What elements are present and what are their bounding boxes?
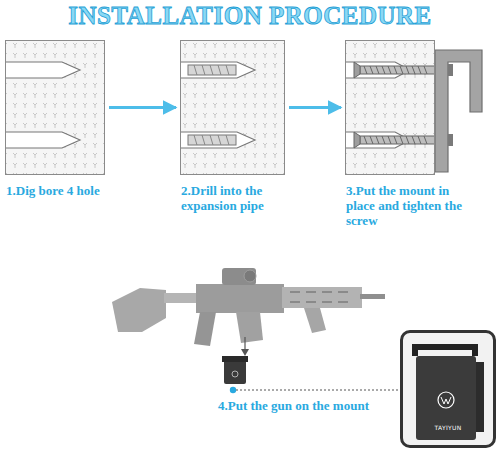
screw-head [448,64,453,76]
step-caption: 3.Put the mount in place and tighten the… [346,183,481,228]
handguard [282,287,362,308]
screw-tip [354,132,360,148]
screw-shaft [360,136,442,144]
inset-background [401,331,495,447]
screw [346,62,442,78]
drill-hole [6,62,80,78]
wall [5,40,105,175]
screw-thread [364,66,427,74]
step-arrow [289,106,341,109]
screw-tip [354,62,360,78]
placement-arrow [244,337,245,351]
wall [345,40,435,175]
leader-line [236,390,400,391]
anchor-body [188,135,236,145]
rifle-stock [112,288,166,332]
screw-thread [364,136,427,144]
step-panel: 1.Dig bore 4 hole [5,40,105,175]
leader-dot [230,387,236,393]
zoom-inset: TAYIYUN [400,330,496,448]
pistol-grip [194,312,216,346]
anchor-body [188,65,236,75]
step-arrow [109,106,176,109]
expansion-anchor [181,62,255,78]
expansion-anchor [181,132,255,148]
mount-clip [412,344,478,356]
magazine [236,312,263,343]
screw-head [448,134,453,146]
wall [180,40,285,175]
mount-side [476,362,484,432]
step-panel: 2.Drill into the expansion pipe [180,40,285,175]
mount-logo-mark [441,397,451,404]
mount-logo [232,371,238,377]
foregrip [304,308,326,333]
receiver [196,284,284,313]
brand-logo: TAYIYUN [403,424,493,431]
barrel [360,294,385,299]
screw-shaft [360,66,442,74]
handguard-slot [290,292,348,302]
step-caption: 1.Dig bore 4 hole [6,183,141,198]
rifle [112,268,385,346]
step-caption: 4.Put the gun on the mount [218,398,418,413]
step-caption: 2.Drill into the expansion pipe [181,183,306,213]
sight-lens [244,270,256,282]
drill-hole [181,62,255,78]
mount-clip [222,356,248,362]
wall-mount-bracket [435,50,482,172]
title: INSTALLATION PROCEDURE [0,2,500,30]
red-dot-sight [222,268,256,285]
anchor-ridge [194,65,229,75]
anchor-ridge [194,135,229,145]
drill-hole [181,132,255,148]
buffer-tube [164,293,198,303]
mount-logo [438,392,454,408]
placement-arrowhead [241,349,249,356]
screw [346,132,442,148]
step-panel: 3.Put the mount in place and tighten the… [345,40,435,175]
drill-hole [6,132,80,148]
